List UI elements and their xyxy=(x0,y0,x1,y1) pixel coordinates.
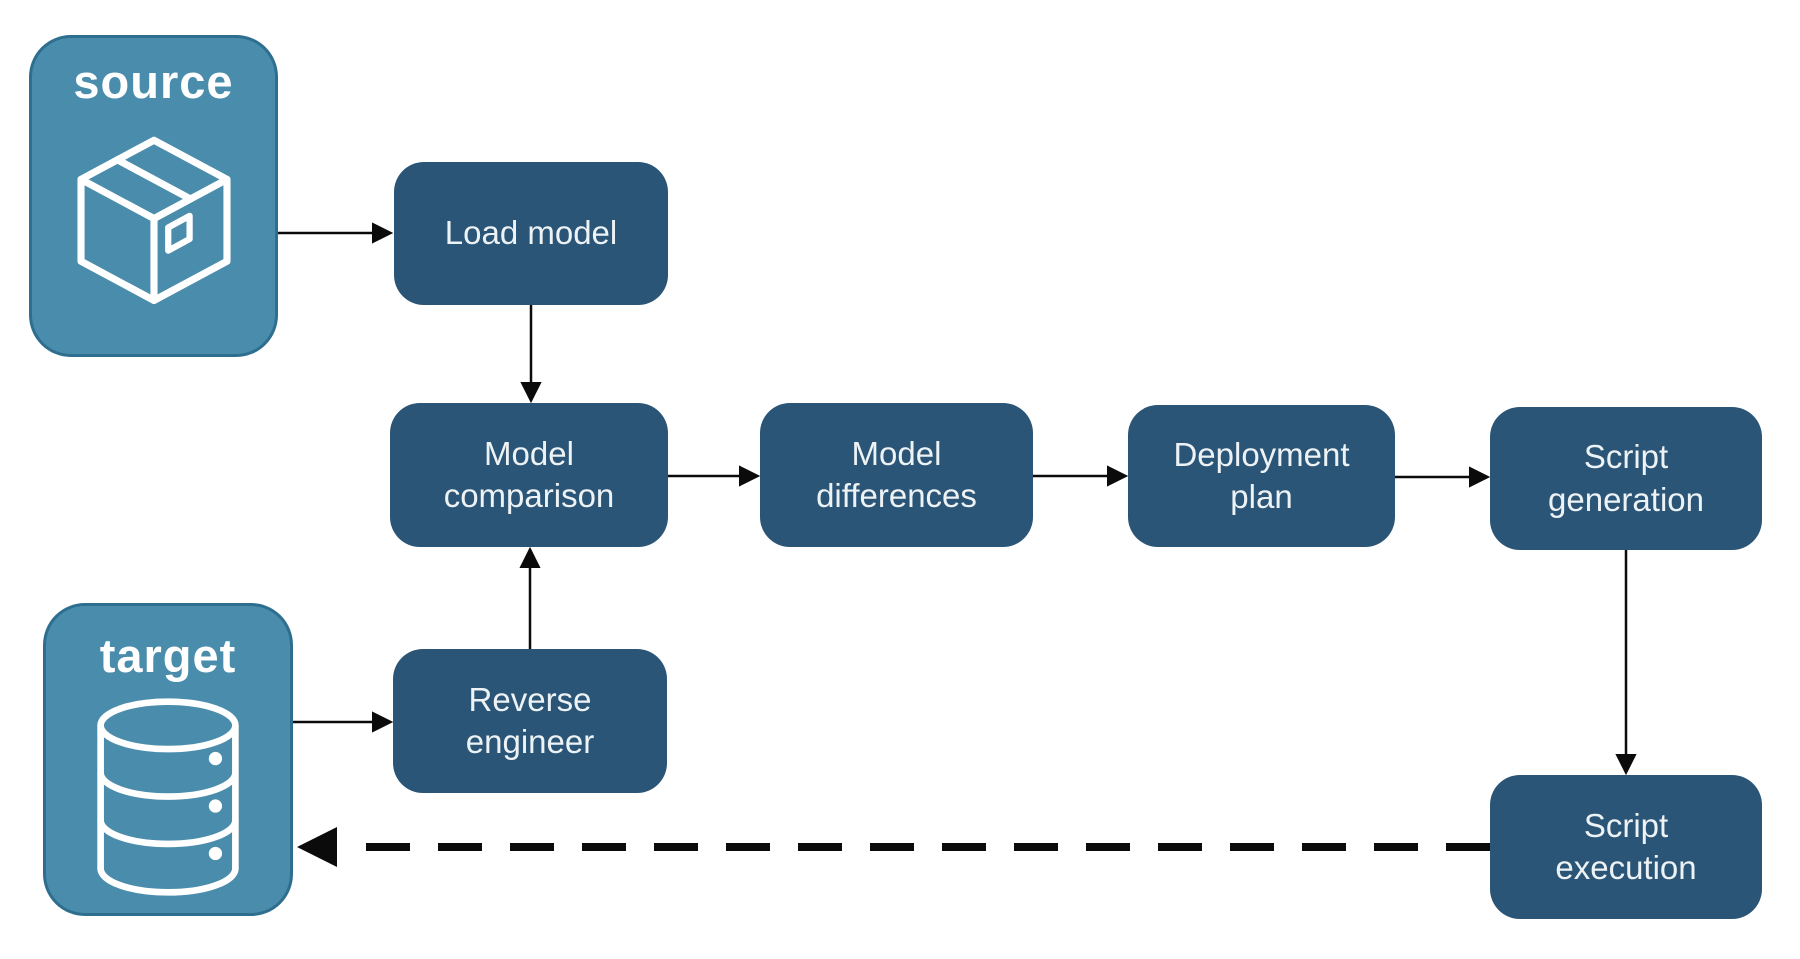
step-script-generation-label: Script generation xyxy=(1548,438,1704,518)
step-load-model-label: Load model xyxy=(444,214,618,252)
entity-source: source xyxy=(29,35,278,357)
step-script-execution: Script execution xyxy=(1490,775,1762,919)
database-icon xyxy=(97,698,239,896)
entity-target-label: target xyxy=(99,629,237,682)
step-model-comparison: Model comparison xyxy=(390,403,668,547)
step-model-differences-label: Model differences xyxy=(816,434,977,514)
step-deployment-plan-label: Deployment plan xyxy=(1173,435,1350,515)
step-reverse-engineer: Reverse engineer xyxy=(393,649,667,793)
step-script-execution-label: Script execution xyxy=(1555,806,1697,886)
step-model-comparison-label: Model comparison xyxy=(443,434,615,514)
step-reverse-engineer-label: Reverse engineer xyxy=(465,680,595,760)
entity-target: target xyxy=(43,603,293,916)
step-script-generation: Script generation xyxy=(1490,407,1762,550)
package-icon xyxy=(76,136,231,304)
step-deployment-plan: Deployment plan xyxy=(1128,405,1395,547)
entity-source-label: source xyxy=(73,55,234,108)
arrow-script-execution-to-target xyxy=(297,827,1490,867)
step-load-model: Load model xyxy=(394,162,668,305)
step-model-differences: Model differences xyxy=(760,403,1033,547)
